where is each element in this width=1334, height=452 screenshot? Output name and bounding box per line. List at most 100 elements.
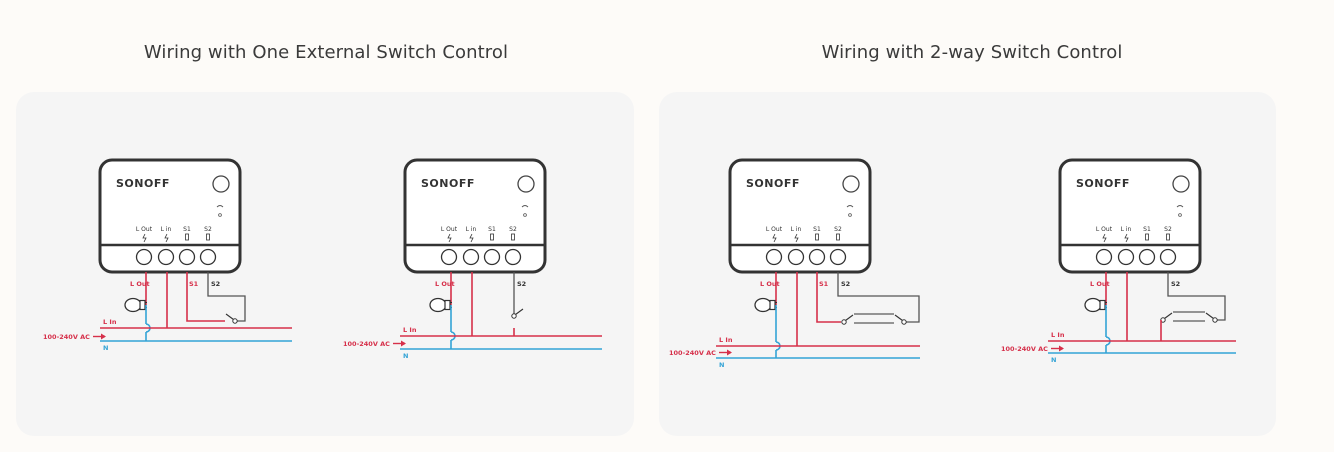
terminal-label: S2 — [204, 226, 212, 233]
label-s2: S2 — [211, 280, 220, 288]
switch-terminal-icon — [185, 233, 189, 241]
bulb-glass — [429, 297, 447, 313]
label-s1: S1 — [189, 280, 199, 288]
terminal-screw-2 — [462, 248, 480, 266]
switch-pivot — [1212, 317, 1218, 323]
wire-s1 — [186, 272, 225, 322]
bulb-glass — [124, 297, 142, 313]
bulb-base — [1099, 299, 1106, 311]
switch-terminal-icon — [1166, 233, 1170, 241]
label-supply-voltage: 100-240V AC — [43, 333, 90, 341]
terminal-label: S1 — [488, 226, 496, 233]
terminal-screw-2 — [157, 248, 175, 266]
switch-pivot — [511, 313, 517, 319]
wifi-icon — [846, 205, 854, 208]
switch-terminal-icon — [511, 233, 515, 241]
switch-terminal-icon — [206, 233, 210, 241]
label-neutral: N — [403, 352, 408, 360]
light-bulb-icon — [429, 297, 452, 313]
label-l-in: L In — [403, 326, 417, 334]
light-bulb-icon — [1084, 297, 1107, 313]
label-l-in: L In — [103, 318, 117, 326]
pairing-button-icon — [1172, 175, 1190, 193]
label-l-out: L Out — [435, 280, 455, 288]
switch-lever — [1205, 312, 1214, 319]
switch-lever — [515, 308, 524, 315]
label-s2: S2 — [517, 280, 526, 288]
lightning-icon — [1102, 233, 1107, 243]
switch-terminal-icon — [836, 233, 840, 241]
switch-pivot — [232, 318, 238, 324]
supply-arrowhead-icon — [1059, 345, 1064, 352]
section-title-one-external-switch: Wiring with One External Switch Control — [143, 42, 509, 63]
label-l-out: L Out — [130, 280, 150, 288]
terminal-label: L in — [161, 226, 172, 233]
wifi-icon — [216, 205, 224, 208]
terminal-label: S2 — [1164, 226, 1172, 233]
terminal-screw-4 — [829, 248, 847, 266]
lightning-icon — [794, 233, 799, 243]
switch-lever — [1164, 312, 1173, 319]
terminal-screw-2 — [1117, 248, 1135, 266]
bulb-glass — [1084, 297, 1102, 313]
supply-arrowhead-icon — [401, 340, 406, 347]
terminal-label: S2 — [509, 226, 517, 233]
brand-logo: SONOFF — [746, 177, 800, 190]
terminal-screw-4 — [199, 248, 217, 266]
bulb-base — [444, 299, 451, 311]
label-supply-voltage: 100-240V AC — [669, 349, 716, 357]
section-title-2way-switch: Wiring with 2-way Switch Control — [821, 42, 1123, 63]
switch-lever — [845, 314, 854, 321]
terminal-screw-4 — [504, 248, 522, 266]
label-neutral: N — [1051, 356, 1056, 364]
wifi-icon — [1176, 205, 1184, 208]
wire-s2 — [837, 272, 920, 323]
two-way-switch-icon — [841, 313, 907, 325]
terminal-screw-3 — [808, 248, 826, 266]
pairing-button-icon — [842, 175, 860, 193]
lightning-icon — [164, 233, 169, 243]
brand-logo: SONOFF — [421, 177, 475, 190]
label-supply-voltage: 100-240V AC — [1001, 345, 1048, 353]
bulb-glass — [754, 297, 772, 313]
pairing-button-icon — [517, 175, 535, 193]
wifi-icon — [521, 205, 529, 208]
led-indicator-icon — [523, 213, 527, 217]
terminal-label: L in — [791, 226, 802, 233]
switch-pivot — [901, 319, 907, 325]
label-s2: S2 — [1171, 280, 1180, 288]
light-bulb-icon — [124, 297, 147, 313]
terminal-screw-1 — [440, 248, 458, 266]
lightning-icon — [1124, 233, 1129, 243]
terminal-label: L Out — [766, 226, 783, 233]
supply-arrowhead-icon — [727, 349, 732, 356]
terminal-screw-3 — [178, 248, 196, 266]
lightning-icon — [772, 233, 777, 243]
terminal-screw-4 — [1159, 248, 1177, 266]
switch-right-icon — [894, 314, 907, 325]
terminal-label: S1 — [813, 226, 821, 233]
label-l-out: L Out — [1090, 280, 1110, 288]
bulb-base — [139, 299, 146, 311]
terminal-label: S2 — [834, 226, 842, 233]
wire-s2 — [1167, 272, 1226, 321]
terminal-screw-1 — [1095, 248, 1113, 266]
label-l-in: L In — [719, 336, 733, 344]
terminal-screw-3 — [1138, 248, 1156, 266]
label-neutral: N — [719, 361, 724, 369]
switch-left-icon — [841, 314, 854, 325]
switch-terminal-icon — [490, 233, 494, 241]
wire-s1 — [816, 272, 841, 323]
label-l-out: L Out — [760, 280, 780, 288]
supply-arrowhead-icon — [101, 333, 106, 340]
lightning-icon — [447, 233, 452, 243]
led-indicator-icon — [218, 213, 222, 217]
external-switch-icon — [511, 308, 524, 319]
switch-lever — [225, 313, 234, 320]
external-switch-icon — [225, 313, 238, 324]
switch-left-icon — [1160, 312, 1173, 323]
